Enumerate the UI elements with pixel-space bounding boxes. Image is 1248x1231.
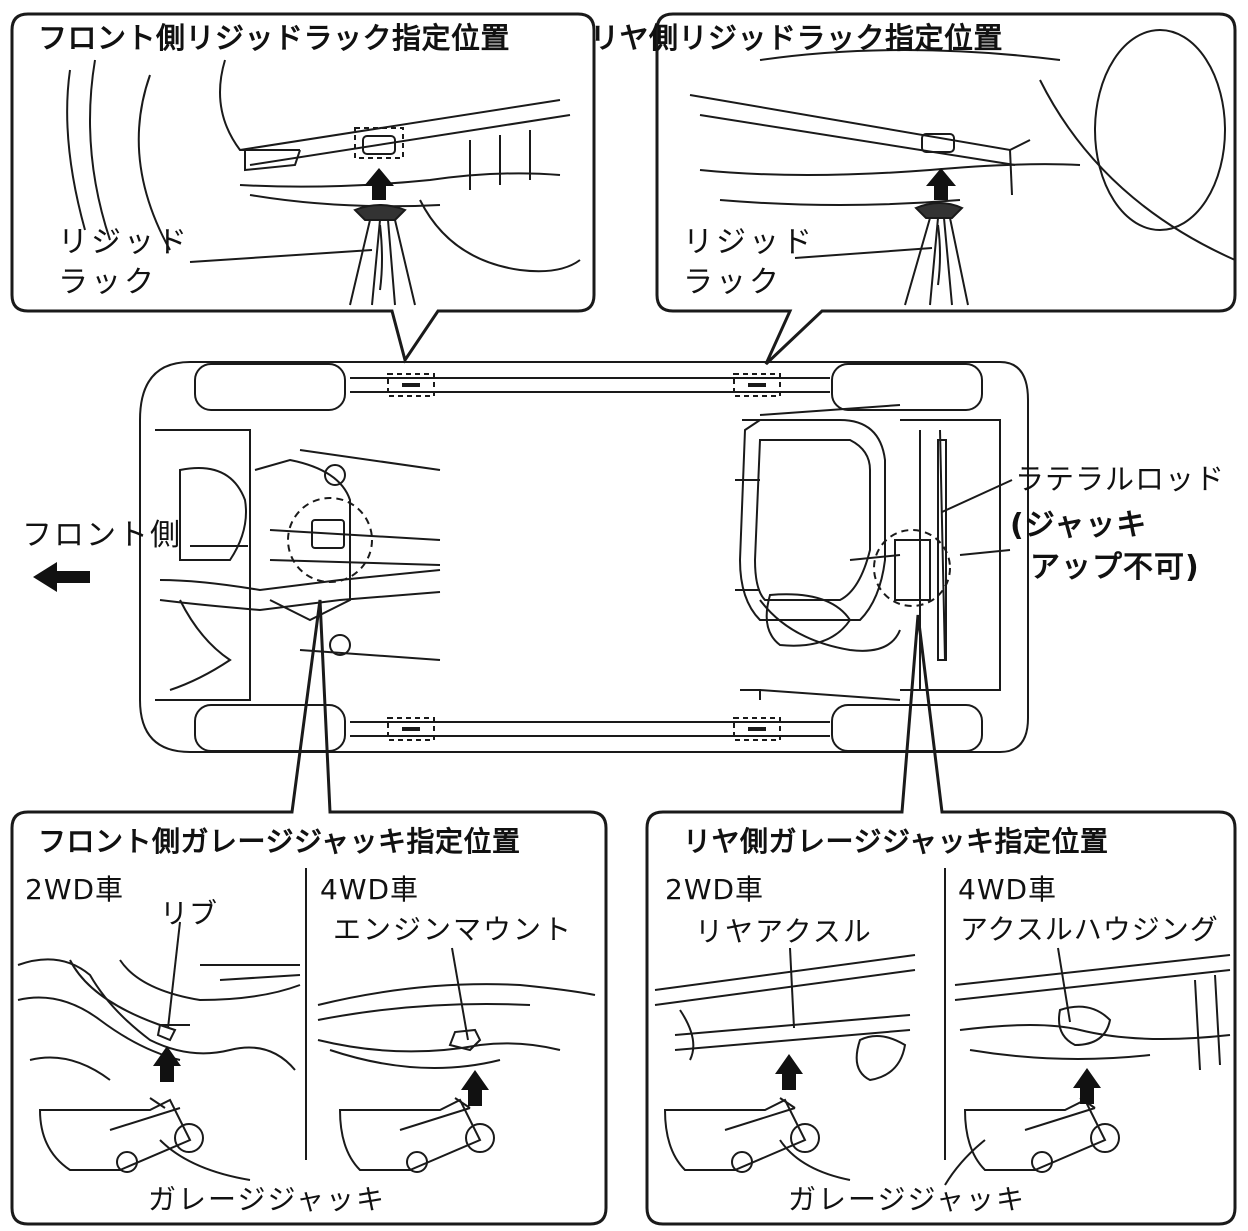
- rear-2wd-illustration: [654, 954, 916, 1173]
- front-side-label: フロント側: [22, 518, 182, 553]
- no-jack-label-line1: (ジャッキ: [1010, 508, 1148, 543]
- rear-4wd-variant: 4WD車: [958, 873, 1058, 906]
- rear-2wd-axle-label: リヤアクスル: [695, 915, 873, 948]
- front-rigid-label-line2: ラック: [58, 265, 157, 300]
- rear-4wd-arrow: [1073, 1068, 1101, 1104]
- rear-rigid-title: リヤ側リジッドラック指定位置: [590, 21, 1004, 55]
- rear-jack-label-leader-left: [779, 1139, 851, 1181]
- front-4wd-variant: 4WD車: [320, 873, 420, 906]
- front-rigid-title: フロント側リジッドラック指定位置: [38, 21, 511, 55]
- rear-jack-label-leader-right: [944, 1139, 986, 1186]
- rear-jack-title: リヤ側ガレージジャッキ指定位置: [683, 825, 1109, 858]
- rear-rigid-arrow: [926, 168, 956, 200]
- rear-garage-jack-label: ガレージジャッキ: [788, 1183, 1027, 1216]
- front-direction-arrow: [33, 562, 90, 592]
- front-jack-title: フロント側ガレージジャッキ指定位置: [38, 825, 521, 858]
- front-rigid-illustration: [66, 59, 581, 306]
- front-2wd-illustration: [17, 958, 301, 1173]
- rear-rigid-illustration: [689, 29, 1236, 306]
- front-4wd-leader: [451, 947, 469, 1041]
- rear-4wd-leader: [1057, 947, 1071, 1023]
- front-2wd-arrow: [153, 1046, 181, 1082]
- front-rigid-arrow: [364, 168, 394, 200]
- front-jack-callout-frame: [10, 599, 608, 1226]
- no-jack-label-line2: アップ不可): [1030, 550, 1200, 585]
- car-underbody: [139, 361, 1029, 753]
- rear-rigid-label-line1: リジッド: [683, 225, 815, 260]
- front-4wd-arrow: [461, 1070, 489, 1106]
- rear-rigid-leader: [794, 247, 933, 259]
- front-garage-jack-label: ガレージジャッキ: [148, 1183, 387, 1216]
- rear-2wd-leader: [789, 947, 795, 1029]
- lateral-rod-label: ラテラルロッド: [1015, 462, 1226, 496]
- front-rigid-label-line1: リジッド: [58, 225, 190, 260]
- rear-4wd-axle-housing-label: アクスルハウジング: [960, 913, 1219, 946]
- front-2wd-rib-label: リブ: [160, 897, 219, 930]
- front-4wd-illustration: [317, 983, 596, 1173]
- front-2wd-leader: [167, 921, 181, 1029]
- front-jack-label-leader: [159, 1139, 251, 1181]
- rear-2wd-arrow: [775, 1054, 803, 1090]
- rear-2wd-variant: 2WD車: [665, 873, 765, 906]
- lateral-rod-leader: [941, 479, 1013, 513]
- front-rigid-leader: [189, 249, 373, 263]
- front-2wd-variant: 2WD車: [25, 873, 125, 906]
- rear-rigid-label-line2: ラック: [683, 265, 782, 300]
- front-4wd-engine-mount-label: エンジンマウント: [333, 913, 574, 946]
